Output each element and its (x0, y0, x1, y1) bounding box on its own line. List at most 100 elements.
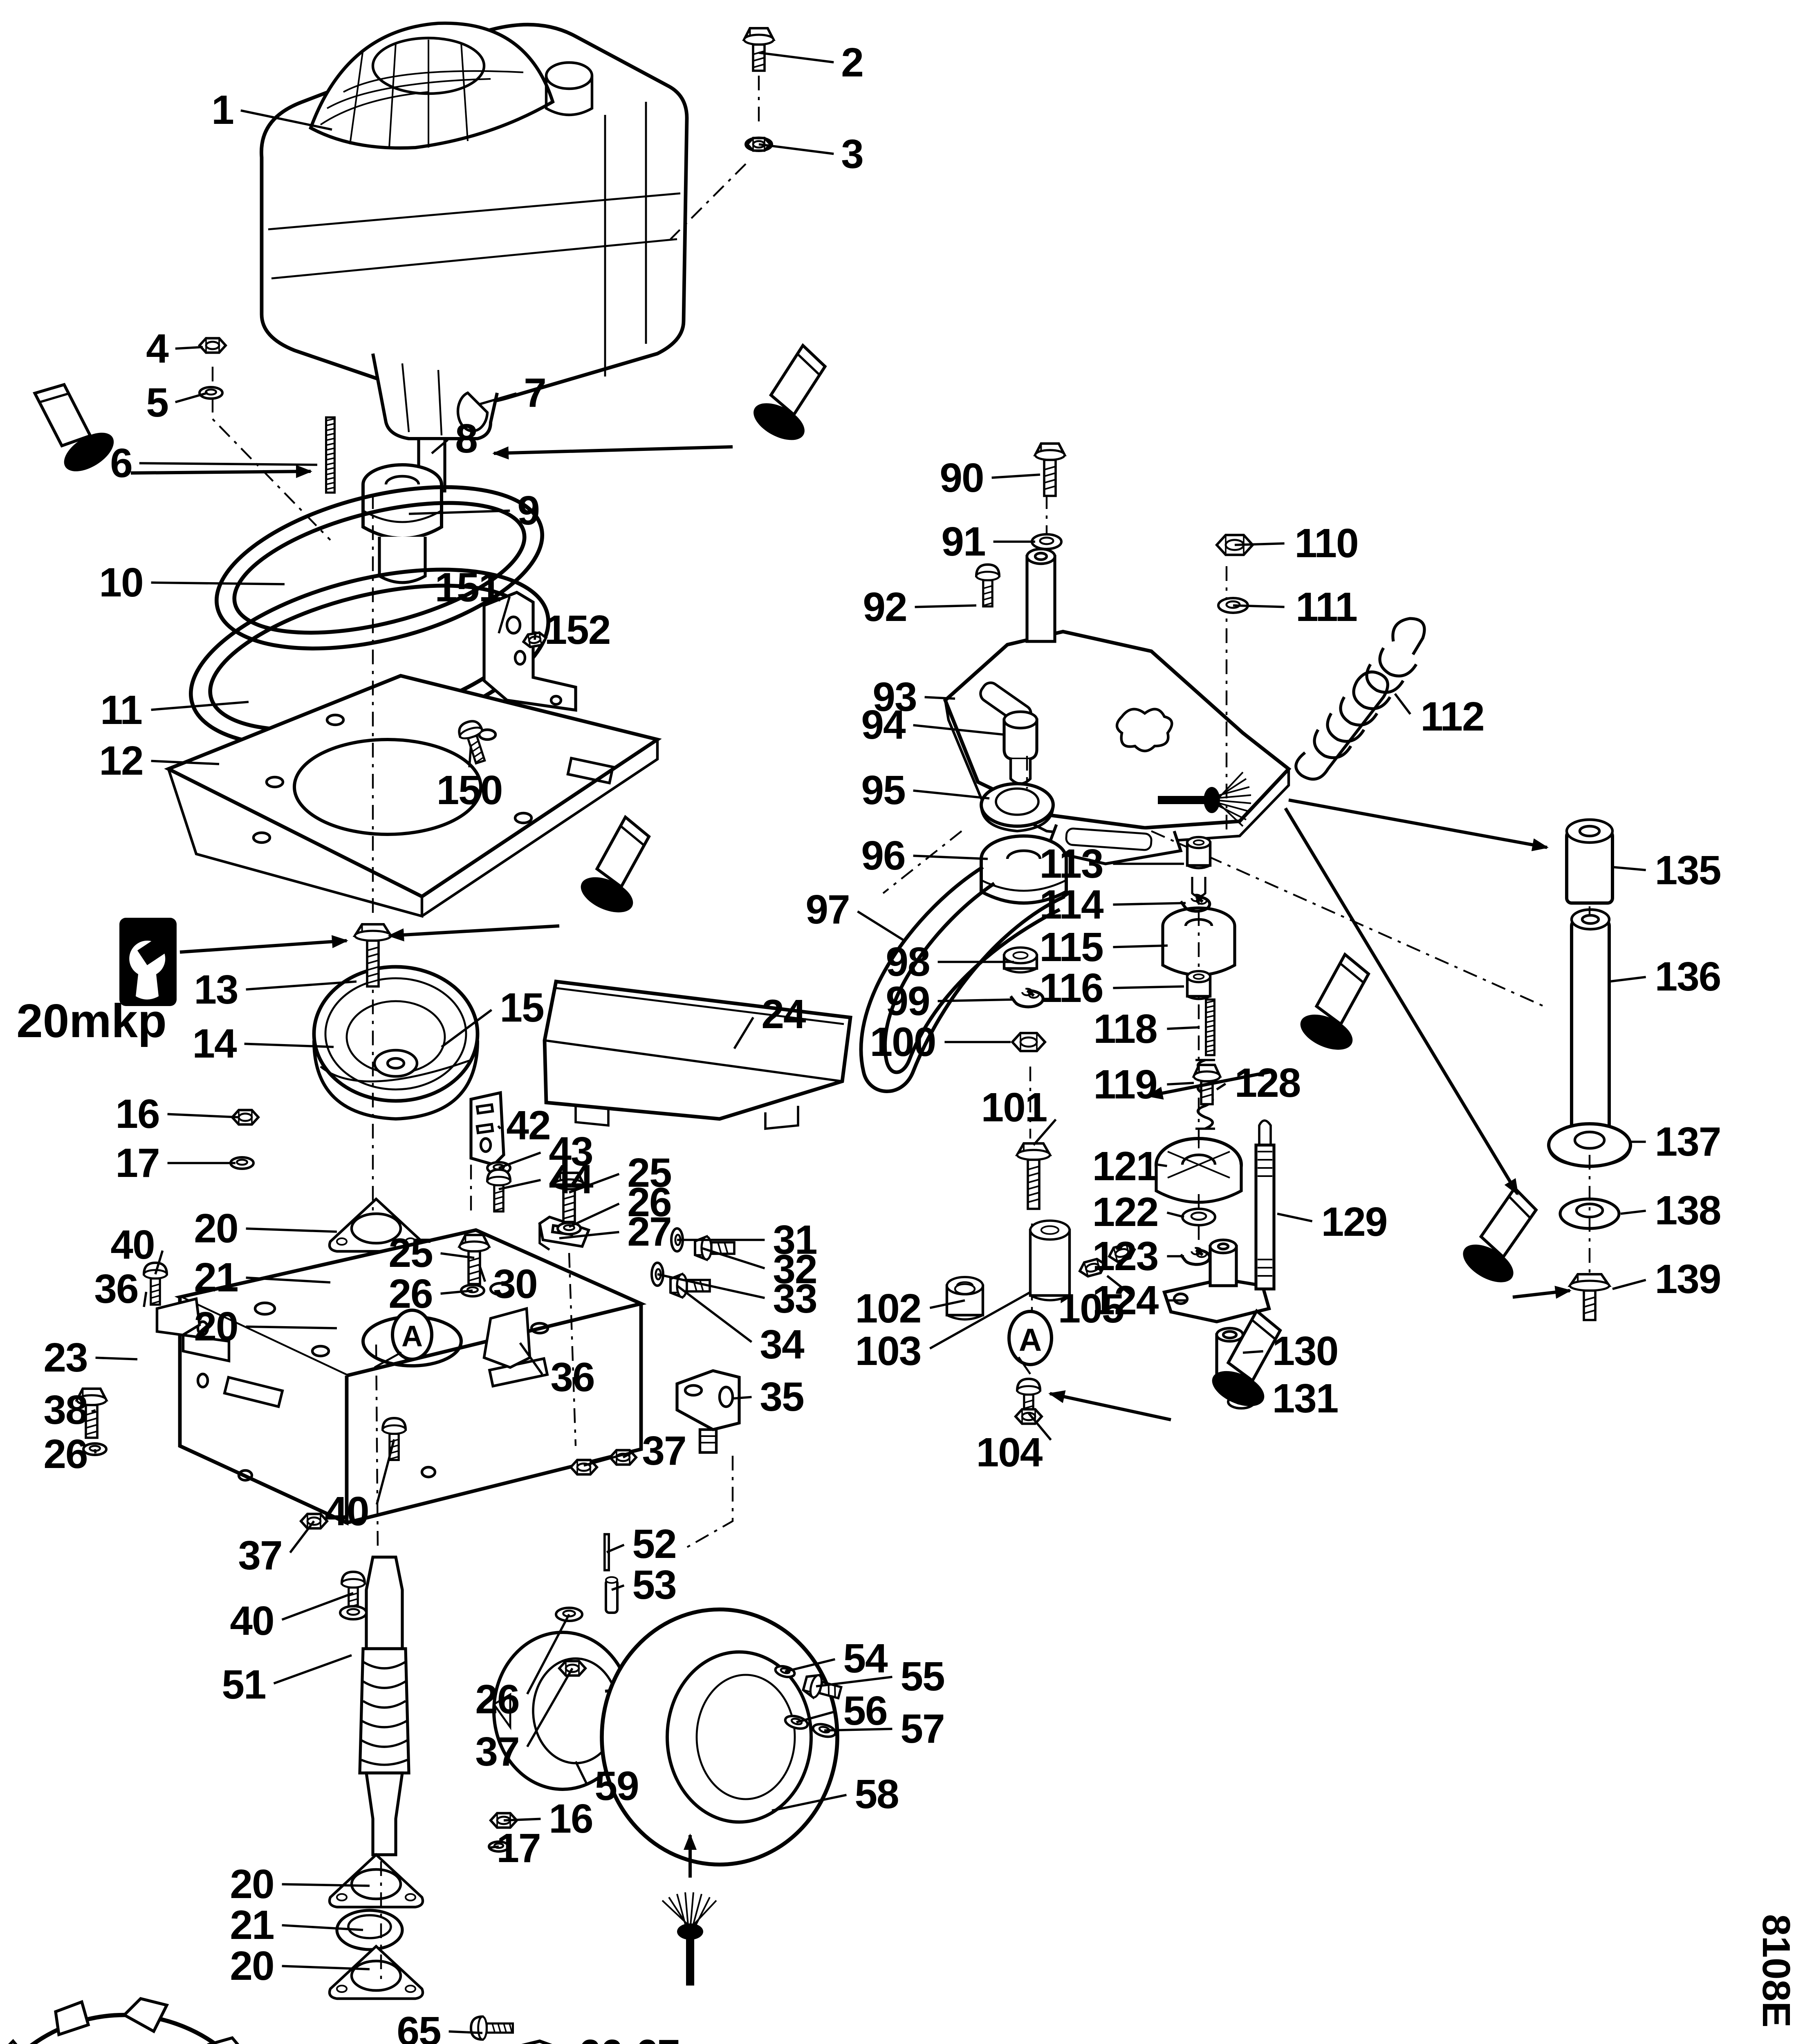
callout-36: 36 (519, 1342, 595, 1400)
callout-number: 52 (632, 1521, 676, 1567)
leader-line (151, 581, 285, 585)
worm-gear-wheel (600, 1607, 839, 1867)
callout-12: 12 (99, 738, 220, 784)
leader-line (583, 1450, 635, 1467)
leader-line (143, 1291, 148, 1307)
callout-124: 124 (1092, 1278, 1187, 1323)
washer-part (774, 1665, 796, 1679)
callout-number: 110 (1294, 520, 1358, 566)
callout-number: 12 (99, 738, 143, 784)
fuel-cap (545, 61, 594, 90)
callout-92: 92 (863, 584, 977, 630)
callout-number: 111 (1296, 584, 1357, 630)
callout-number: 119 (1093, 1062, 1157, 1107)
threaded-stud-part (325, 416, 336, 494)
callout-number: 15 (500, 985, 543, 1031)
callout-number: 26 (475, 1676, 519, 1722)
leader-line (913, 789, 990, 800)
callout-6: 6 (110, 440, 318, 486)
callout-number: 24 (761, 991, 806, 1037)
grease-pointer-arrow (1512, 1286, 1572, 1299)
leader-line (913, 724, 1005, 736)
callout-8: 8 (431, 416, 478, 462)
callout-number: 96 (861, 833, 905, 879)
wrench-pointer-arrow (179, 935, 348, 954)
callout-number: 130 (1272, 1328, 1338, 1374)
leader-line (569, 1173, 620, 1194)
callout-40: 40 (325, 1439, 395, 1534)
callout-number: 137 (1655, 1119, 1721, 1165)
pan-head-screw-part (486, 1168, 512, 1213)
callout-122: 122 (1092, 1189, 1184, 1235)
callout-20: 20 (194, 1304, 337, 1349)
leader-line (732, 1396, 752, 1400)
leader-line (167, 1113, 239, 1118)
callout-100: 100 (870, 1019, 1011, 1065)
leader-line (246, 1276, 331, 1284)
callout-number: 14 (192, 1021, 237, 1067)
leader-line (758, 52, 834, 64)
callout-number: 40 (230, 1598, 274, 1644)
callout-number: 113 (1039, 841, 1103, 887)
idler-shaft-129 (1254, 1119, 1276, 1291)
callout-16: 16 (115, 1091, 239, 1137)
leader-line (1242, 1350, 1263, 1354)
leader-line (498, 1179, 541, 1190)
handle-tubes (1547, 818, 1632, 1230)
callout-number: 20 (194, 1206, 238, 1251)
leader-line (574, 1761, 588, 1784)
angle-bracket-36-left (155, 1297, 231, 1363)
callout-number: 93 (872, 674, 916, 720)
drive-pulley (312, 965, 480, 1121)
hex-nut-part (1108, 1243, 1136, 1263)
torque-label: 20mkp (16, 994, 167, 1047)
washer-part (339, 1605, 368, 1620)
callout-number: 105 (1058, 1286, 1124, 1331)
leader-line (657, 1273, 765, 1299)
bolt-part (1015, 1142, 1052, 1210)
leader-line (408, 509, 510, 515)
chassis-frame (155, 1228, 647, 1526)
leader-line (289, 1520, 315, 1553)
callout-95: 95 (861, 767, 990, 813)
callout-10: 10 (99, 560, 285, 605)
leader-line (1612, 866, 1646, 872)
leader-line (244, 1042, 334, 1048)
callout-101: 101 (981, 1085, 1057, 1146)
callout-54: 54 (785, 1636, 889, 1681)
leader-line (440, 1252, 475, 1259)
callout-number: 21 (230, 1902, 274, 1948)
callout-138: 138 (1620, 1188, 1721, 1233)
leader-line (95, 1356, 138, 1360)
callout-number: 98 (886, 939, 929, 985)
leader-line (622, 1450, 635, 1459)
callout-number: 31 (773, 1217, 816, 1263)
pan-head-screw-part (975, 563, 1001, 607)
leader-line (91, 1409, 96, 1413)
detail-marker-A: A (374, 1309, 433, 1369)
leader-line (816, 1676, 893, 1688)
callout-number: 53 (632, 1562, 676, 1608)
leader-line (1027, 1412, 1052, 1441)
pan-head-screw-part (1016, 1377, 1042, 1422)
callout-20: 20 (230, 1861, 370, 1907)
washer-part (1031, 533, 1063, 550)
callout-number: 9 (517, 488, 539, 533)
callout-110: 110 (1234, 520, 1359, 566)
callout-67: 67 (635, 2031, 680, 2044)
bolt-part (802, 1674, 843, 1700)
bolt-part (1568, 1273, 1612, 1321)
callout-number: 38 (43, 1387, 87, 1433)
callout-131: 131 (1241, 1376, 1339, 1421)
woodruff-key (456, 391, 489, 433)
callout-55: 55 (816, 1654, 945, 1699)
callout-34: 34 (676, 1284, 805, 1367)
leader-line (937, 998, 1014, 1002)
leader-line (282, 1924, 363, 1931)
callout-number: 37 (642, 1428, 686, 1474)
callout-20: 20 (194, 1206, 337, 1251)
callout-number: 116 (1039, 965, 1103, 1011)
callout-5: 5 (146, 380, 208, 426)
callout-40: 40 (230, 1592, 354, 1644)
